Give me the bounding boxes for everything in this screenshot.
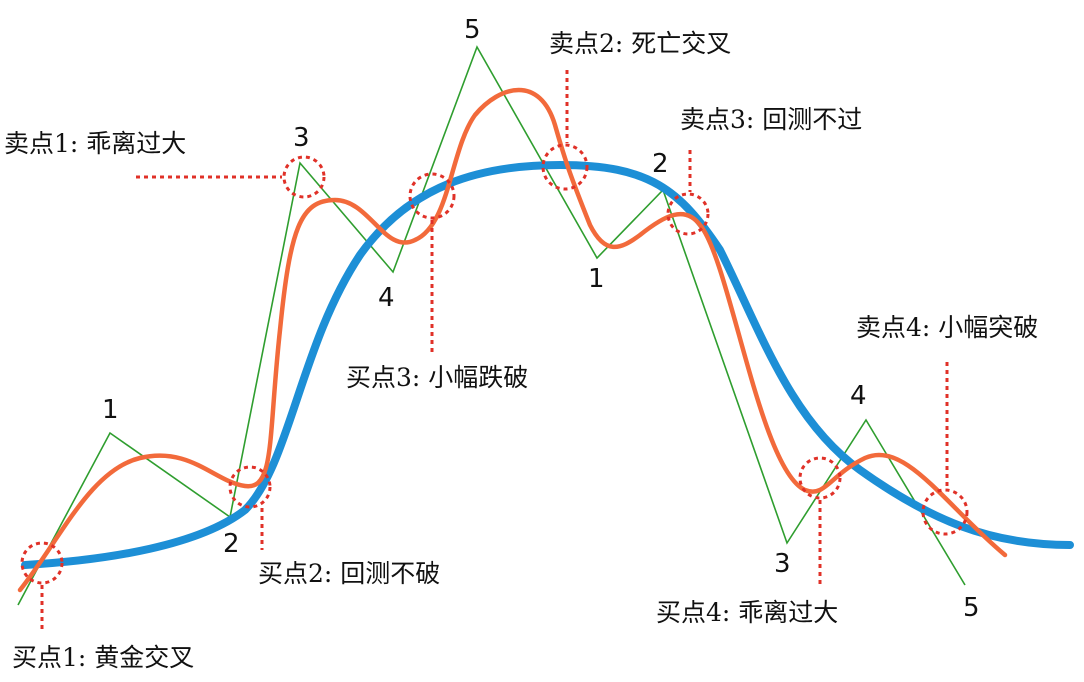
buy-point-2-marker [228,465,272,509]
buy-point-3-callout: 买点3: 小幅跌破 [346,363,528,392]
buy-point-4-marker [798,456,842,500]
price-wave-line [17,45,966,606]
sell-point-1-marker [282,155,326,199]
sell-point-1-callout: 卖点1: 乖离过大 [4,129,186,158]
sell-point-4-marker [921,488,969,536]
long-moving-average-line [21,160,1074,569]
wave-label-down-5: 5 [963,593,980,623]
wave-label-down-3: 3 [774,549,791,579]
short-moving-average-line [17,87,1008,593]
buy-point-1-callout: 买点1: 黄金交叉 [12,643,194,672]
buy-point-1-marker [20,541,64,585]
wave-label-up-4: 4 [378,283,395,313]
sell-point-3-marker [666,192,710,236]
wave-label-down-4: 4 [850,381,867,411]
buy-point-4-callout: 买点4: 乖离过大 [656,598,838,627]
wave-label-up-5: 5 [464,15,481,45]
wave-label-down-2: 2 [652,149,669,179]
buy-point-3-marker [408,172,456,220]
wave-label-down-1: 1 [588,264,605,294]
sell-point-2-marker [541,143,589,191]
buy-point-2-callout: 买点2: 回测不破 [258,559,440,588]
sell-point-2-callout: 卖点2: 死亡交叉 [549,29,731,58]
wave-label-up-1: 1 [102,395,119,425]
wave-label-up-2: 2 [223,529,240,559]
wave-label-up-3: 3 [293,123,310,153]
sell-point-4-callout: 卖点4: 小幅突破 [856,313,1038,342]
sell-point-3-callout: 卖点3: 回测不过 [680,105,862,134]
